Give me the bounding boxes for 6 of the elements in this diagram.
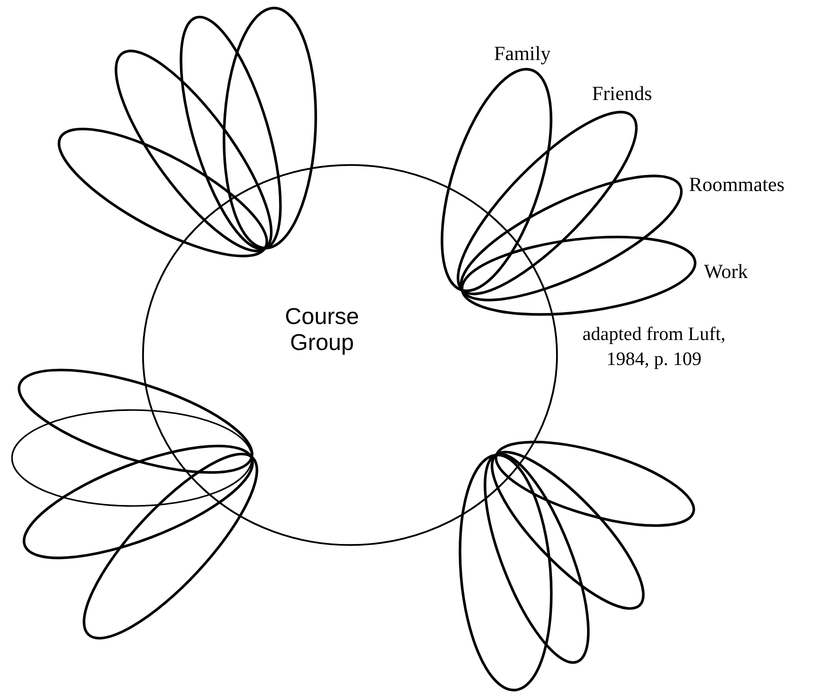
source-caption: adapted from Luft, 1984, p. 109 (582, 323, 726, 372)
petal-label: Work (704, 260, 748, 285)
petal-label: Family (494, 42, 551, 67)
group-label: Course Group (284, 303, 360, 355)
petal-label: Roommates (688, 173, 785, 198)
petal-label: Friends (592, 82, 652, 107)
